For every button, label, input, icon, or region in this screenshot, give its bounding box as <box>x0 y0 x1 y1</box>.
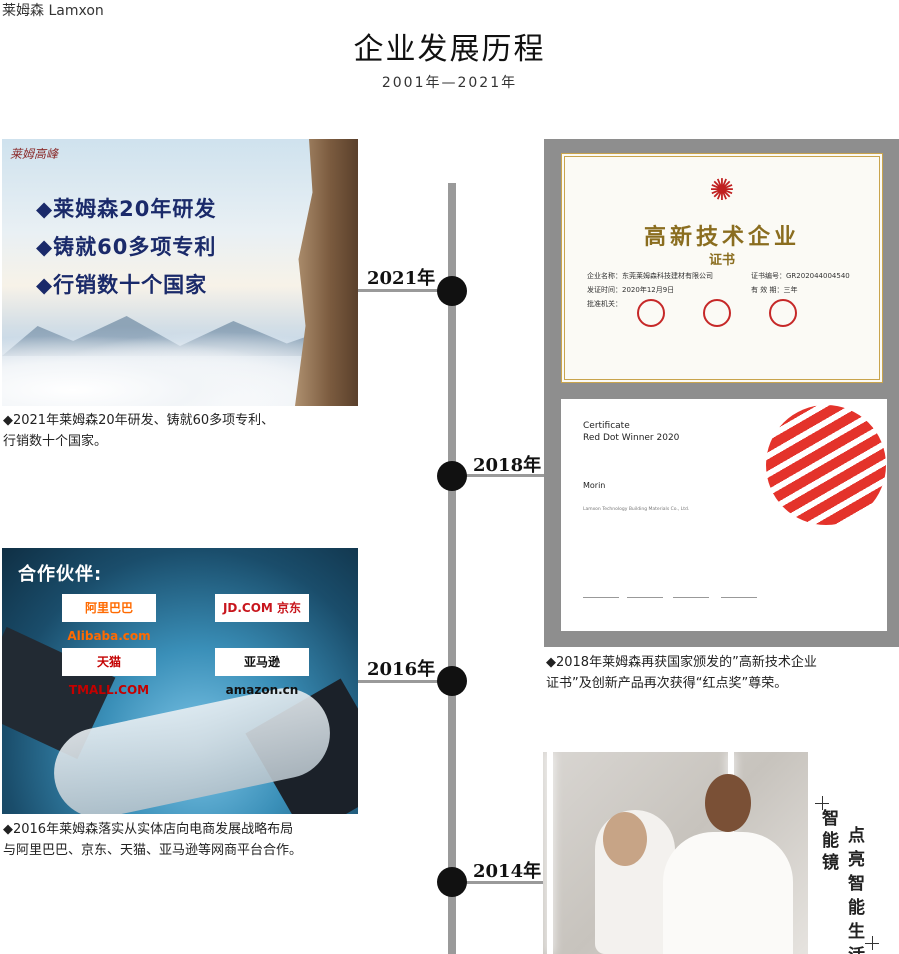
mirror-line1: 智能镜 <box>822 809 839 873</box>
head-shape <box>705 774 751 832</box>
timeline-dot-2016 <box>437 666 467 696</box>
timeline-dot-2014 <box>437 867 467 897</box>
led-strip-shape <box>547 752 553 954</box>
image-bullet-2: ◆铸就60多项专利 <box>36 235 217 259</box>
head-reflection-shape <box>603 812 647 866</box>
cert-company-row: 企业名称：东莞莱姆森科技建材有限公司 <box>587 271 713 281</box>
mirror-line2: 点亮智能生活 <box>848 826 865 954</box>
timeline-dot-2021 <box>437 276 467 306</box>
cert-date-row: 发证时间：2020年12月9日 <box>587 285 674 295</box>
page-subtitle: 2001年—2021年 <box>381 75 518 91</box>
text-panel <box>808 752 899 954</box>
signature-icon <box>673 583 709 598</box>
image-bullet-3: ◆行销数十个国家 <box>36 273 208 297</box>
cert-no-row: 证书编号：GR202044004540 <box>751 271 850 281</box>
reddot-title2: Red Dot Winner 2020 <box>583 433 680 443</box>
plus-icon <box>815 796 829 810</box>
partners-heading: 合作伙伴: <box>18 564 103 585</box>
caption-2021-line2: 行销数十个国家。 <box>3 434 108 449</box>
jd-logo: JD.COM 京东 <box>215 594 309 622</box>
year-label-2014: 2014年 <box>473 861 542 882</box>
caption-2018-line2: 证书”及创新产品再次获得“红点奖”尊荣。 <box>546 676 788 691</box>
amazon-logo: 亚马逊 amazon.cn <box>215 648 309 697</box>
seal-icon <box>769 299 797 327</box>
caption-2018-line1: ◆2018年莱姆森再获国家颁发的”高新技术企业 <box>546 655 817 670</box>
year-label-2018: 2018年 <box>473 455 542 476</box>
signature-icon <box>627 583 663 598</box>
image-partners: 合作伙伴: 阿里巴巴 Alibaba.com JD.COM 京东 天猫 TMAL… <box>2 548 358 814</box>
reddot-logo-icon <box>766 405 886 525</box>
woman-shape <box>663 832 793 954</box>
connector-2014 <box>454 881 543 884</box>
reddot-frame: Certificate Red Dot Winner 2020 Morin La… <box>561 399 887 631</box>
cert-valid: 三年 <box>783 286 798 294</box>
signature-icon <box>721 583 757 598</box>
reddot-product: Morin <box>583 481 606 490</box>
certificate-frame: ✺ 高新技术企业 证书 企业名称：东莞莱姆森科技建材有限公司 证书编号：GR20… <box>561 153 883 383</box>
certificate-sub: 证书 <box>708 253 735 268</box>
cert-company-label: 企业名称： <box>587 272 622 280</box>
image-2021-milestone: 莱姆高峰 ◆莱姆森20年研发 ◆铸就60多项专利 ◆行销数十个国家 <box>2 139 358 406</box>
connector-2021 <box>358 289 450 292</box>
cert-no-label: 证书编号： <box>751 272 786 280</box>
caption-2021-line1: ◆2021年莱姆森20年研发、铸就60多项专利、 <box>3 413 275 428</box>
reddot-title1: Certificate <box>583 421 630 431</box>
emblem-icon: ✺ <box>709 173 735 208</box>
image-smart-mirror: 智能镜 点亮智能生活 <box>543 752 899 954</box>
cert-date-label: 发证时间： <box>587 286 622 294</box>
certificate-heading: 高新技术企业 <box>643 225 800 250</box>
year-label-2021: 2021年 <box>367 268 436 289</box>
connector-2016 <box>358 680 450 683</box>
year-label-2016: 2016年 <box>367 659 436 680</box>
reddot-maker: Lamxon Technology Building Materials Co.… <box>583 507 690 512</box>
caption-2016-line2: 与阿里巴巴、京东、天猫、亚马逊等网商平台合作。 <box>3 843 303 858</box>
image-hitech-certificate: ✺ 高新技术企业 证书 企业名称：东莞莱姆森科技建材有限公司 证书编号：GR20… <box>544 139 899 395</box>
signature-icon <box>583 583 619 598</box>
caption-2021: ◆2021年莱姆森20年研发、铸就60多项专利、 行销数十个国家。 <box>3 410 353 452</box>
seal-icon <box>637 299 665 327</box>
caption-2016: ◆2016年莱姆森落实从实体店向电商发展战略布局 与阿里巴巴、京东、天猫、亚马逊… <box>3 819 363 861</box>
timeline-axis <box>448 183 456 954</box>
tmall-logo: 天猫 TMALL.COM <box>62 648 156 697</box>
image-reddot-certificate: Certificate Red Dot Winner 2020 Morin La… <box>544 395 899 647</box>
cert-no: GR202044004540 <box>786 272 850 280</box>
brand-name: 莱姆森 Lamxon <box>2 3 104 19</box>
timeline-dot-2018 <box>437 461 467 491</box>
cert-authority-label: 批准机关： <box>587 300 622 308</box>
cert-date: 2020年12月9日 <box>622 286 675 294</box>
alibaba-logo: 阿里巴巴 Alibaba.com <box>62 594 156 643</box>
caption-2016-line1: ◆2016年莱姆森落实从实体店向电商发展战略布局 <box>3 822 294 837</box>
seal-icon <box>703 299 731 327</box>
image-logo-text: 莱姆高峰 <box>10 147 59 161</box>
connector-2018 <box>454 474 544 477</box>
image-bullet-1: ◆莱姆森20年研发 <box>36 197 217 221</box>
cert-valid-row: 有 效 期：三年 <box>751 285 797 295</box>
cert-valid-label: 有 效 期： <box>751 286 784 294</box>
page-title: 企业发展历程 <box>353 32 546 67</box>
plus-icon <box>865 936 879 950</box>
cert-company: 东莞莱姆森科技建材有限公司 <box>622 272 713 280</box>
caption-2018: ◆2018年莱姆森再获国家颁发的”高新技术企业 证书”及创新产品再次获得“红点奖… <box>546 652 896 694</box>
